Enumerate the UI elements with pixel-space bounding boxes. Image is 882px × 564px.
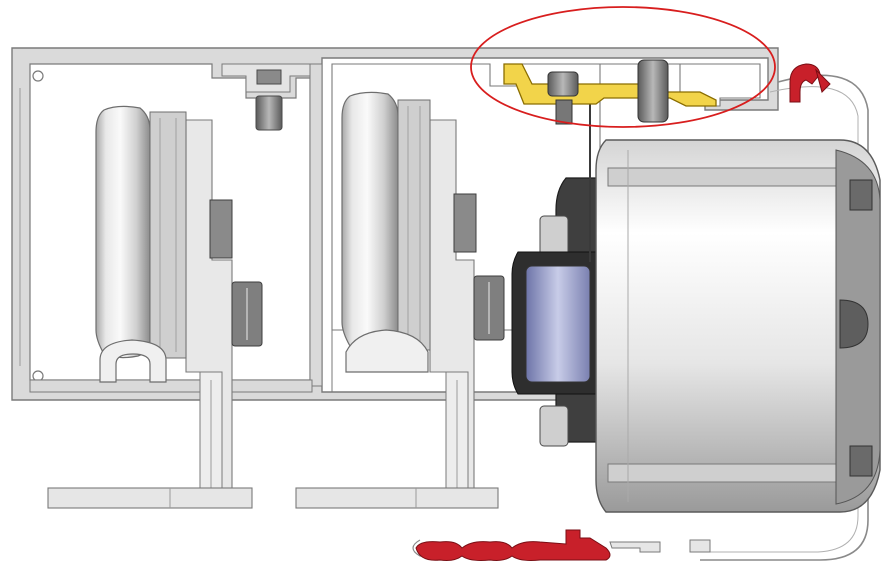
left-roller-wheel [95,105,187,359]
right-roller-assembly [295,91,505,509]
right-hanger-bracket [295,119,499,509]
yellow-mounting-clip [503,59,717,125]
top-slot-bolt [255,69,283,131]
bottom-seal-strip [415,529,611,561]
drive-motor [511,104,881,513]
left-hanger-bracket [47,119,253,509]
left-roller-assembly [47,105,263,509]
top-seal-clip [789,63,831,103]
right-roller-wheel [341,91,431,351]
highlight-ellipse [470,6,776,128]
